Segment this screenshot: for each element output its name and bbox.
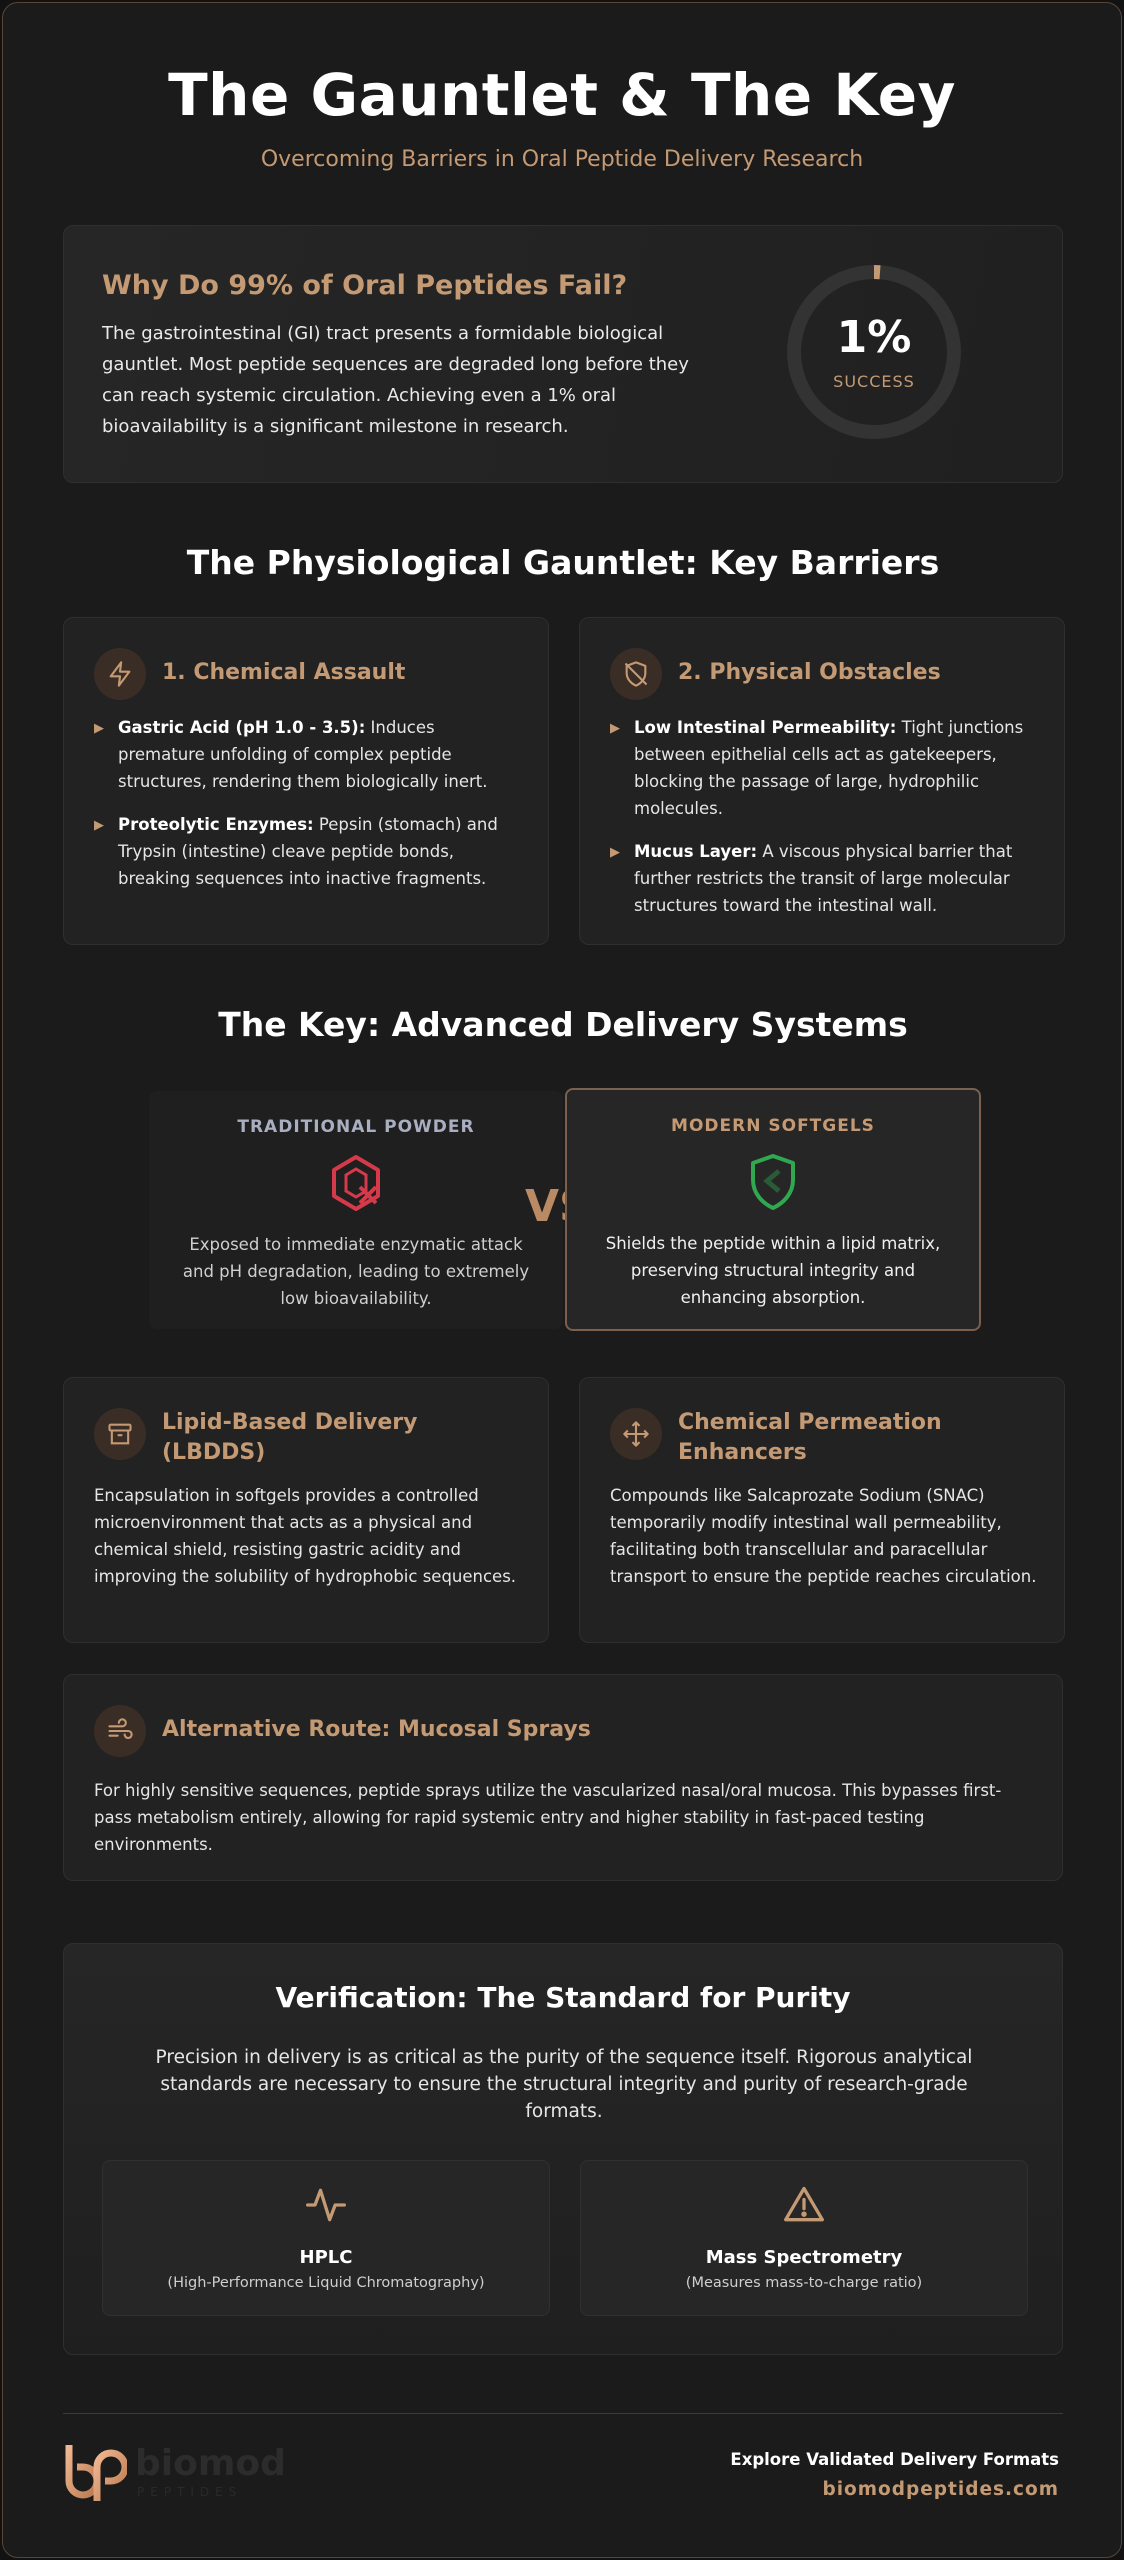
shield-capsule-icon xyxy=(751,1154,795,1210)
permeation-text: Compounds like Salcaprozate Sodium (SNAC… xyxy=(610,1486,1037,1586)
lbdds-text: Encapsulation in softgels provides a con… xyxy=(94,1486,517,1586)
list-item: Proteolytic Enzymes: Pepsin (stomach) an… xyxy=(94,811,524,892)
logo-wordmark: biomod xyxy=(135,2443,286,2484)
lbdds-card: Lipid-Based Delivery (LBDDS) Encapsulati… xyxy=(63,1377,549,1643)
barrier-list: Gastric Acid (pH 1.0 - 3.5): Induces pre… xyxy=(94,714,524,908)
traditional-powder-heading: TRADITIONAL POWDER xyxy=(237,1117,475,1137)
list-item: Low Intestinal Permeability: Tight junct… xyxy=(610,714,1040,822)
verification-card: Verification: The Standard for Purity Pr… xyxy=(63,1943,1063,2355)
logo-subtext: PEPTIDES xyxy=(137,2485,243,2499)
list-item: Mucus Layer: A viscous physical barrier … xyxy=(610,838,1040,919)
barrier-heading: 1. Chemical Assault xyxy=(162,660,406,685)
hplc-name: HPLC xyxy=(299,2247,353,2268)
footer-divider xyxy=(63,2413,1063,2414)
list-item: Gastric Acid (pH 1.0 - 3.5): Induces pre… xyxy=(94,714,524,795)
verification-lead: Precision in delivery is as critical as … xyxy=(155,2047,973,2122)
mucosal-sprays-heading: Alternative Route: Mucosal Sprays xyxy=(162,1717,591,1742)
page-subtitle: Overcoming Barriers in Oral Peptide Deli… xyxy=(260,147,864,172)
verification-title: Verification: The Standard for Purity xyxy=(275,1981,851,2014)
mass-spec-desc: (Measures mass-to-charge ratio) xyxy=(685,2275,923,2291)
brand-logo[interactable]: biomod PEPTIDES xyxy=(63,2443,286,2503)
shield-off-icon xyxy=(610,648,662,700)
pulse-icon xyxy=(306,2188,346,2222)
success-ring-fill xyxy=(787,265,961,439)
cta-text: Explore Validated Delivery Formats xyxy=(730,2450,1059,2469)
intro-card: Why Do 99% of Oral Peptides Fail? The ga… xyxy=(63,225,1063,483)
modern-softgels-heading: MODERN SOFTGELS xyxy=(671,1116,875,1136)
delivery-title: The Key: Advanced Delivery Systems xyxy=(218,1005,908,1044)
page-title: The Gauntlet & The Key xyxy=(168,61,956,129)
traditional-powder-text: Exposed to immediate enzymatic attack an… xyxy=(182,1235,530,1308)
traditional-powder-panel: TRADITIONAL POWDER Exposed to immediate … xyxy=(149,1091,563,1329)
success-ring-graphic xyxy=(787,265,961,439)
barriers-title: The Physiological Gauntlet: Key Barriers xyxy=(186,543,940,582)
mucosal-sprays-card: Alternative Route: Mucosal Sprays For hi… xyxy=(63,1674,1063,1881)
modern-softgels-text: Shields the peptide within a lipid matri… xyxy=(605,1234,941,1307)
intro-heading: Why Do 99% of Oral Peptides Fail? xyxy=(102,270,628,301)
modern-softgels-panel: MODERN SOFTGELS Shields the peptide with… xyxy=(565,1088,981,1331)
intro-body: The gastrointestinal (GI) tract presents… xyxy=(102,323,689,437)
permeation-enhancers-card: Chemical Permeation Enhancers Compounds … xyxy=(579,1377,1065,1643)
hplc-box: HPLC (High-Performance Liquid Chromatogr… xyxy=(102,2160,550,2316)
lbdds-heading: Lipid-Based Delivery (LBDDS) xyxy=(162,1410,418,1465)
mass-spec-box: Mass Spectrometry (Measures mass-to-char… xyxy=(580,2160,1028,2316)
barrier-heading: 2. Physical Obstacles xyxy=(678,660,941,685)
barrier-card-chemical: 1. Chemical Assault Gastric Acid (pH 1.0… xyxy=(63,617,549,945)
mucosal-sprays-text: For highly sensitive sequences, peptide … xyxy=(94,1781,1002,1854)
archive-box-icon xyxy=(94,1408,146,1460)
move-arrows-icon xyxy=(610,1408,662,1460)
success-ring: 1% SUCCESS xyxy=(784,262,964,442)
website-link[interactable]: biomodpeptides.com xyxy=(822,2479,1059,2500)
broken-capsule-icon xyxy=(332,1155,380,1211)
barrier-card-physical: 2. Physical Obstacles Low Intestinal Per… xyxy=(579,617,1065,945)
bp-logo-mark xyxy=(65,2445,129,2501)
header: The Gauntlet & The Key Overcoming Barrie… xyxy=(3,3,1121,172)
hplc-desc: (High-Performance Liquid Chromatography) xyxy=(167,2275,485,2291)
warning-triangle-icon xyxy=(784,2186,824,2222)
success-value: 1% xyxy=(836,312,912,363)
footer-cta: Explore Validated Delivery Formats biomo… xyxy=(730,2450,1059,2500)
barrier-list: Low Intestinal Permeability: Tight junct… xyxy=(610,714,1040,935)
permeation-heading: Chemical Permeation Enhancers xyxy=(678,1410,942,1465)
success-label: SUCCESS xyxy=(833,372,915,391)
mass-spec-name: Mass Spectrometry xyxy=(705,2247,903,2268)
lightning-icon xyxy=(94,648,146,700)
wind-icon xyxy=(94,1705,146,1757)
